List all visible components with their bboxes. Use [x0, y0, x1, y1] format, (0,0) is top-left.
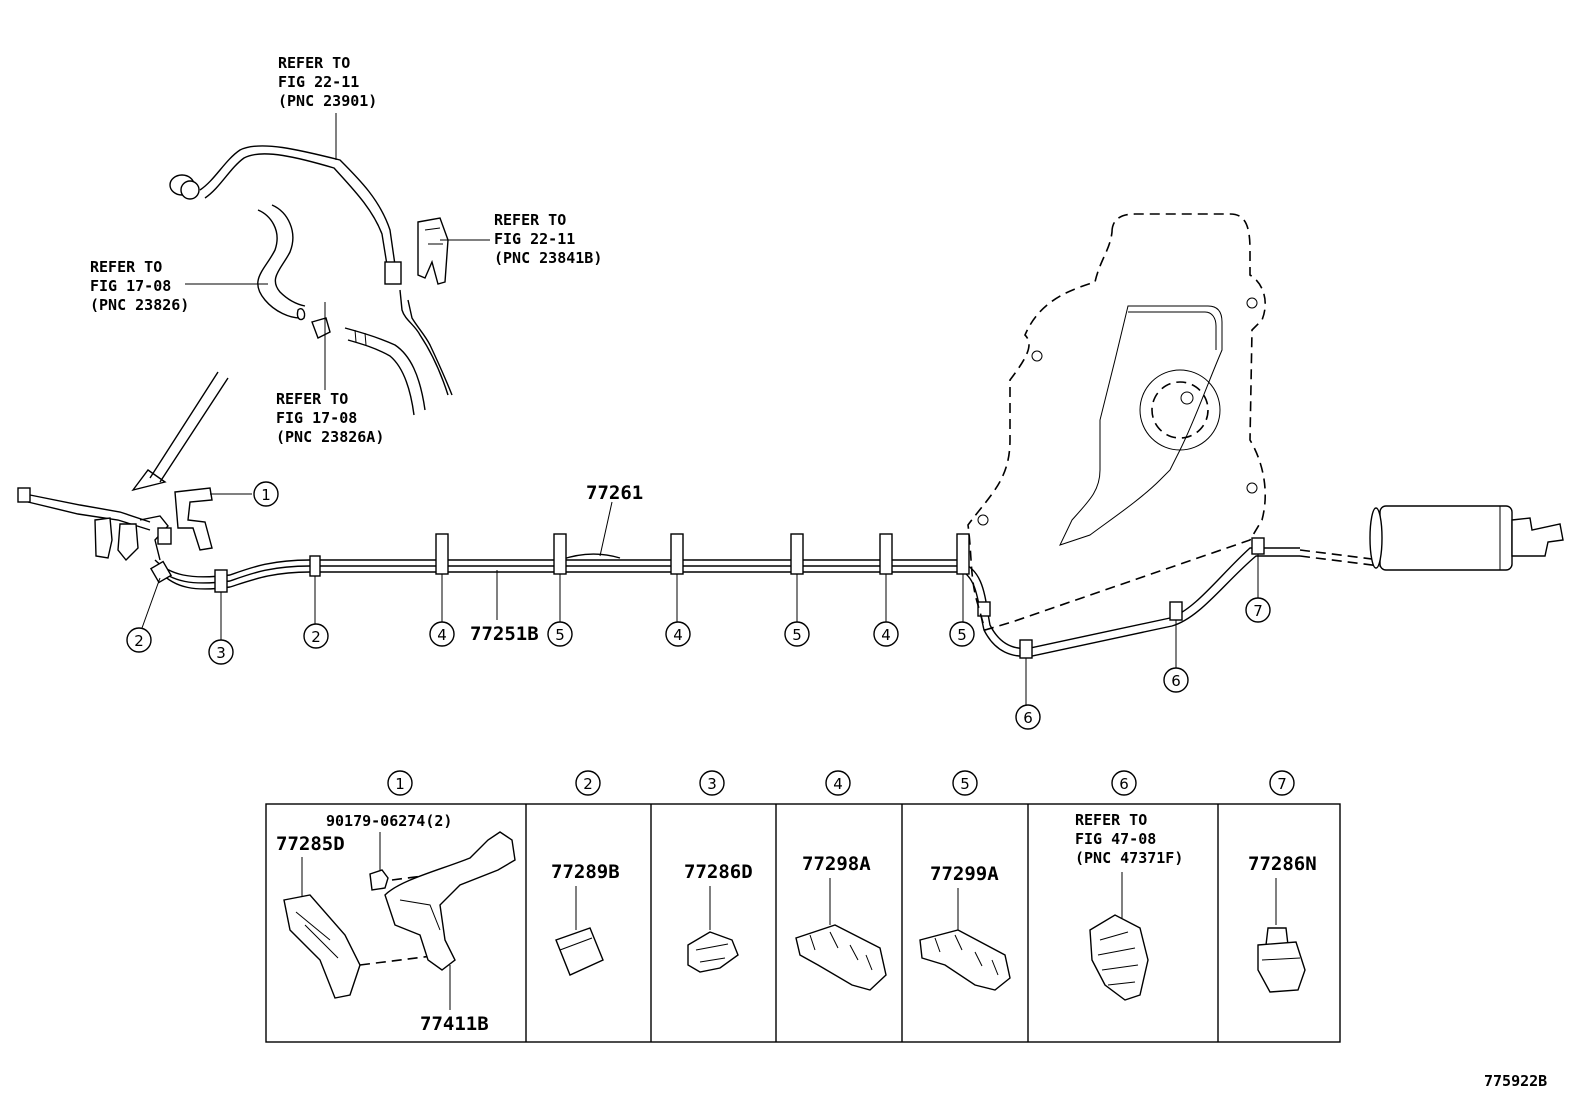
part-77289B: 77289B: [551, 861, 620, 883]
callout-4: 4: [429, 621, 455, 647]
main-tubes: [154, 547, 1381, 658]
svg-text:6: 6: [1119, 775, 1129, 793]
cell-7-parts: 77286N: [1248, 853, 1317, 993]
svg-text:(PNC 23901): (PNC 23901): [278, 92, 377, 110]
svg-text:1: 1: [261, 486, 271, 504]
callout-5: 5: [784, 621, 810, 647]
callout-1: 1: [253, 481, 279, 507]
svg-text:6: 6: [1171, 672, 1181, 690]
table-header-1: 1: [387, 770, 413, 796]
svg-text:6: 6: [1023, 709, 1033, 727]
callout-3: 3: [208, 639, 234, 665]
left-connector-cluster: [17, 487, 252, 562]
svg-text:4: 4: [881, 626, 891, 644]
callout-4: 4: [665, 621, 691, 647]
svg-text:(PNC 47371F): (PNC 47371F): [1075, 849, 1183, 867]
figure-id: 775922B: [1484, 1072, 1547, 1090]
svg-text:REFER TO: REFER TO: [278, 54, 350, 72]
cell-6-parts: REFER TO FIG 47-08 (PNC 47371F): [1075, 811, 1183, 1001]
svg-text:5: 5: [957, 626, 967, 644]
cell-2-parts: 77289B: [551, 861, 620, 976]
svg-text:4: 4: [833, 775, 843, 793]
refer-note-hose-a: REFER TO FIG 17-08 (PNC 23826A): [276, 390, 384, 446]
part-90179-06274: 90179-06274(2): [326, 812, 452, 830]
table-header-5: 5: [952, 770, 978, 796]
svg-text:FIG 47-08: FIG 47-08: [1075, 830, 1156, 848]
svg-text:7: 7: [1277, 775, 1287, 793]
svg-text:5: 5: [555, 626, 565, 644]
svg-text:3: 3: [707, 775, 717, 793]
callout-5: 5: [547, 621, 573, 647]
callout-4: 4: [873, 621, 899, 647]
svg-text:REFER TO: REFER TO: [90, 258, 162, 276]
part-77285D: 77285D: [276, 833, 345, 855]
cell-3-parts: 77286D: [684, 861, 753, 973]
svg-text:FIG 17-08: FIG 17-08: [90, 277, 171, 295]
svg-text:3: 3: [216, 644, 226, 662]
fuel-tank-outline: [967, 213, 1267, 631]
part-number-labels: 77261 77251B: [470, 482, 643, 645]
part-77299A: 77299A: [930, 863, 999, 885]
svg-text:(PNC 23826): (PNC 23826): [90, 296, 189, 314]
part-77251B: 77251B: [470, 623, 539, 645]
part-77261: 77261: [586, 482, 643, 504]
part-77286D: 77286D: [684, 861, 753, 883]
svg-text:1: 1: [395, 775, 405, 793]
table-header-2: 2: [575, 770, 601, 796]
svg-text:5: 5: [960, 775, 970, 793]
cell-1-parts: 90179-06274(2) 77285D 77411B: [276, 812, 516, 1035]
svg-text:2: 2: [134, 632, 144, 650]
svg-text:4: 4: [673, 626, 683, 644]
refer-note-hose: REFER TO FIG 17-08 (PNC 23826): [90, 258, 189, 314]
callout-2: 2: [303, 623, 329, 649]
table-header-7: 7: [1269, 770, 1295, 796]
callouts: 1 2 3 2 4 5 4 5 4 5 6 6 7: [126, 481, 1271, 730]
callout-7: 7: [1245, 597, 1271, 623]
svg-text:(PNC 23826A): (PNC 23826A): [276, 428, 384, 446]
svg-text:5: 5: [792, 626, 802, 644]
svg-text:FIG 22-11: FIG 22-11: [494, 230, 575, 248]
callout-2: 2: [126, 627, 152, 653]
svg-text:(PNC 23841B): (PNC 23841B): [494, 249, 602, 267]
cell-4-parts: 77298A: [795, 853, 887, 991]
svg-text:FIG 17-08: FIG 17-08: [276, 409, 357, 427]
charcoal-canister: [1369, 505, 1564, 571]
svg-text:FIG 22-11: FIG 22-11: [278, 73, 359, 91]
svg-text:REFER TO: REFER TO: [276, 390, 348, 408]
svg-text:7: 7: [1253, 602, 1263, 620]
callout-6: 6: [1015, 704, 1041, 730]
svg-text:2: 2: [583, 775, 593, 793]
table-header-4: 4: [825, 770, 851, 796]
table-header-3: 3: [699, 770, 725, 796]
purge-line-assembly: [131, 113, 490, 492]
callout-leaders: [141, 501, 1259, 705]
svg-text:4: 4: [437, 626, 447, 644]
refer-note-purge-line: REFER TO FIG 22-11 (PNC 23901): [278, 54, 377, 110]
callout-5: 5: [949, 621, 975, 647]
cell-5-parts: 77299A: [919, 863, 1011, 991]
svg-text:REFER TO: REFER TO: [1075, 811, 1147, 829]
svg-text:2: 2: [311, 628, 321, 646]
callout-6: 6: [1163, 667, 1189, 693]
refer-note-bracket: REFER TO FIG 22-11 (PNC 23841B): [494, 211, 602, 267]
detail-table: 1 2 3 4 5 6 7 90179-06274(2) 77285D 7741…: [265, 770, 1341, 1043]
svg-text:REFER TO: REFER TO: [494, 211, 566, 229]
part-77411B: 77411B: [420, 1013, 489, 1035]
table-header-6: 6: [1111, 770, 1137, 796]
part-77298A: 77298A: [802, 853, 871, 875]
part-77286N: 77286N: [1248, 853, 1317, 875]
